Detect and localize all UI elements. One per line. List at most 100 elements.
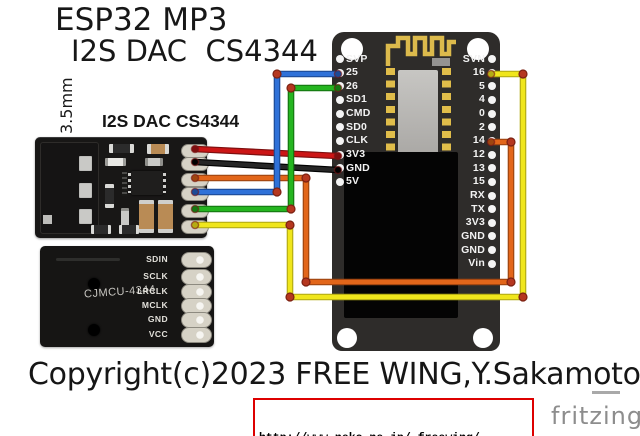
solder-pad	[181, 204, 209, 218]
pin-label-clk: CLK	[346, 134, 369, 147]
title-line-1: ESP32 MP3	[55, 2, 228, 38]
wire-vcc	[190, 144, 343, 161]
pin-dot-16	[488, 68, 496, 77]
wire-bendpoint	[518, 69, 528, 79]
jack-size-label: 3.5mm	[57, 77, 76, 134]
cjmcu-pad-sdin	[181, 252, 212, 268]
pin-dot-26	[336, 82, 344, 91]
pin-dot-15	[488, 177, 496, 186]
wire-bendpoint	[506, 277, 516, 287]
capacitor	[145, 158, 163, 166]
wire-bendpoint	[286, 83, 296, 93]
solder-pad	[181, 187, 209, 201]
wifi-antenna-icon	[385, 35, 456, 66]
cjmcu-pin-label-mclk: MCLK	[141, 300, 168, 310]
pin-label-13: 13	[472, 161, 485, 174]
pin-label-gnd: GND	[346, 161, 370, 174]
wire-bendpoint	[272, 187, 282, 197]
cjmcu-pad-gnd	[181, 312, 212, 328]
pin-label-svp: SVP	[346, 52, 368, 65]
pin-dot-5	[488, 82, 496, 91]
pin-dot-3v3	[488, 218, 496, 227]
solder-pad	[181, 220, 209, 234]
pin-label-4: 4	[478, 93, 485, 106]
via-column	[122, 172, 127, 196]
resistor	[105, 158, 126, 166]
pin-label-15: 15	[472, 175, 485, 188]
mounting-hole	[473, 328, 493, 348]
resistor	[91, 225, 111, 234]
silkscreen-line	[56, 258, 120, 261]
resistor	[109, 144, 134, 153]
pin-dot-0	[488, 109, 496, 118]
wire-lrclk	[190, 69, 343, 197]
pin-label-3v3: 3V3	[346, 148, 366, 161]
wire-sclk	[190, 83, 343, 214]
pin-label-12: 12	[472, 148, 485, 161]
capacitor	[139, 200, 154, 233]
pin-dot-gnd	[488, 232, 496, 241]
solder-pad	[181, 173, 209, 187]
chip-cs4344	[128, 171, 166, 195]
jack-contact	[79, 183, 92, 198]
capacitor	[158, 200, 173, 233]
solder-pad	[181, 144, 209, 158]
pin-dot-3v3	[336, 150, 344, 159]
cjmcu-pin-label-lrclk: LRCLK	[137, 286, 168, 296]
pin-dot-25	[336, 68, 344, 77]
cjmcu-pad-vcc	[181, 327, 212, 343]
chip-pins	[163, 173, 166, 193]
pin-dot-sd0	[336, 123, 344, 132]
pin-label-0: 0	[478, 107, 485, 120]
wire-bendpoint	[285, 220, 295, 230]
footer-copyright: Copyright(c)2023 FREE WING,Y.Sakamoto	[28, 357, 640, 392]
pin-dot-5v	[336, 177, 344, 186]
wire-bendpoint	[301, 173, 311, 183]
pin-label-3v3: 3V3	[465, 216, 485, 229]
pin-dot-vin	[488, 259, 496, 268]
resistor	[119, 225, 139, 234]
pin-dot-12	[488, 150, 496, 159]
url-line: http://www.neko.ne.jp/~freewing/	[259, 431, 528, 436]
capacitor	[147, 144, 169, 154]
pin-dot-svn	[488, 55, 496, 63]
cjmcu-pad-sclk	[181, 269, 212, 285]
pin-dot-2	[488, 123, 496, 132]
pin-dot-14	[488, 136, 496, 145]
underscore-mark	[592, 391, 620, 394]
pin-dot-gnd	[488, 246, 496, 255]
chip-pins	[128, 173, 131, 193]
pin-dot-4	[488, 95, 496, 104]
fritzing-logo: fritzing	[551, 402, 640, 430]
pin-dot-sd1	[336, 95, 344, 104]
solder-pad	[181, 157, 209, 171]
pin-dot-tx	[488, 205, 496, 214]
pin-label-cmd: CMD	[346, 107, 371, 120]
pin-label-25: 25	[346, 66, 359, 79]
pin-dot-13	[488, 164, 496, 173]
dac-module-caption: I2S DAC CS4344	[102, 111, 240, 131]
cjmcu-pin-label-gnd: GND	[147, 314, 168, 324]
cjmcu-hole	[88, 324, 100, 336]
jack-leg	[43, 215, 52, 224]
wire-bendpoint	[285, 292, 295, 302]
wire-bendpoint	[301, 277, 311, 287]
pin-label-gnd: GND	[461, 229, 485, 242]
pin-label-14: 14	[472, 134, 485, 147]
mounting-hole	[467, 38, 489, 60]
pin-label-5: 5	[478, 79, 485, 92]
pin-dot-svp	[336, 55, 344, 63]
jack-contact	[79, 209, 92, 224]
esp-module-shield	[398, 70, 438, 158]
pin-label-sd0: SD0	[346, 120, 368, 133]
jack-contact	[79, 156, 92, 171]
wire-bendpoint	[272, 69, 282, 79]
wire-bendpoint	[518, 292, 528, 302]
pin-dot-gnd	[336, 164, 344, 173]
cjmcu-pin-label-sclk: SCLK	[143, 271, 168, 281]
wire-gnd	[190, 157, 343, 175]
url-box: http://www.neko.ne.jp/~freewing/ Copyrig…	[253, 398, 535, 436]
mounting-hole	[341, 38, 363, 60]
pin-label-rx: RX	[470, 189, 485, 201]
